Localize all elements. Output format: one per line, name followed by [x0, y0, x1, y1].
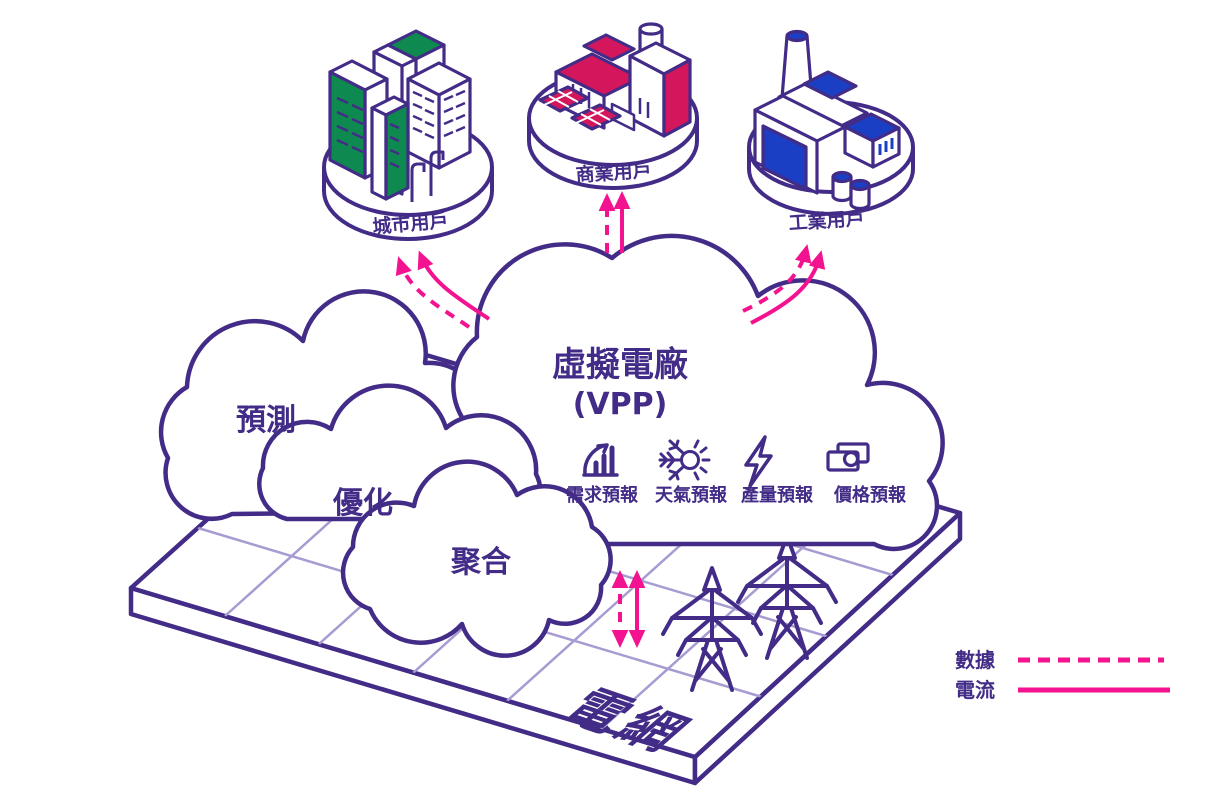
output-forecast-icon [744, 435, 773, 488]
legend-data-label: 數據 [955, 648, 996, 672]
power-arrow-city [417, 250, 491, 321]
vpp-subtitle: (VPP) [573, 387, 668, 422]
optimize-cloud-label: 優化 [332, 486, 393, 521]
commercial-platform: 商業用戶 [527, 22, 699, 190]
aggregate-cloud-label: 聚合 [450, 545, 511, 580]
city-buildings [328, 29, 472, 202]
commercial-platform-label: 商業用戶 [575, 158, 652, 186]
service-weather-forecast: 天氣預報 [655, 439, 728, 506]
weather-forecast-icon [658, 439, 711, 481]
industrial-platform-label: 工業用戶 [788, 206, 865, 234]
service-label: 天氣預報 [655, 484, 728, 506]
legend: 數據 電流 [955, 648, 1170, 702]
city-platform: 城市用戶 [322, 29, 494, 241]
price-forecast-icon [826, 442, 870, 472]
forecast-cloud-label: 預測 [236, 403, 296, 438]
power-arrow-industrial [750, 250, 826, 325]
solar-panel-icon [538, 85, 622, 131]
vpp-title: 虛擬電廠 [552, 345, 688, 385]
industrial-platform: 工業用戶 [747, 29, 915, 235]
charging-station-icon [410, 162, 426, 202]
flow-arrows [395, 191, 826, 648]
service-label: 需求預報 [566, 484, 639, 506]
service-label: 價格預報 [833, 484, 907, 506]
service-output-forecast: 產量預報 [741, 435, 814, 506]
industrial-factory [753, 29, 901, 211]
service-label: 產量預報 [741, 484, 814, 506]
transmission-tower [661, 566, 763, 692]
legend-power-label: 電流 [955, 678, 995, 702]
charging-station-icon [429, 150, 445, 196]
demand-forecast-icon [582, 443, 619, 477]
service-price-forecast: 價格預報 [826, 442, 907, 506]
aggregate-cloud [340, 459, 613, 658]
transmission-tower [736, 534, 838, 660]
service-demand-forecast: 需求預報 [566, 443, 639, 506]
commercial-factory [538, 22, 692, 138]
